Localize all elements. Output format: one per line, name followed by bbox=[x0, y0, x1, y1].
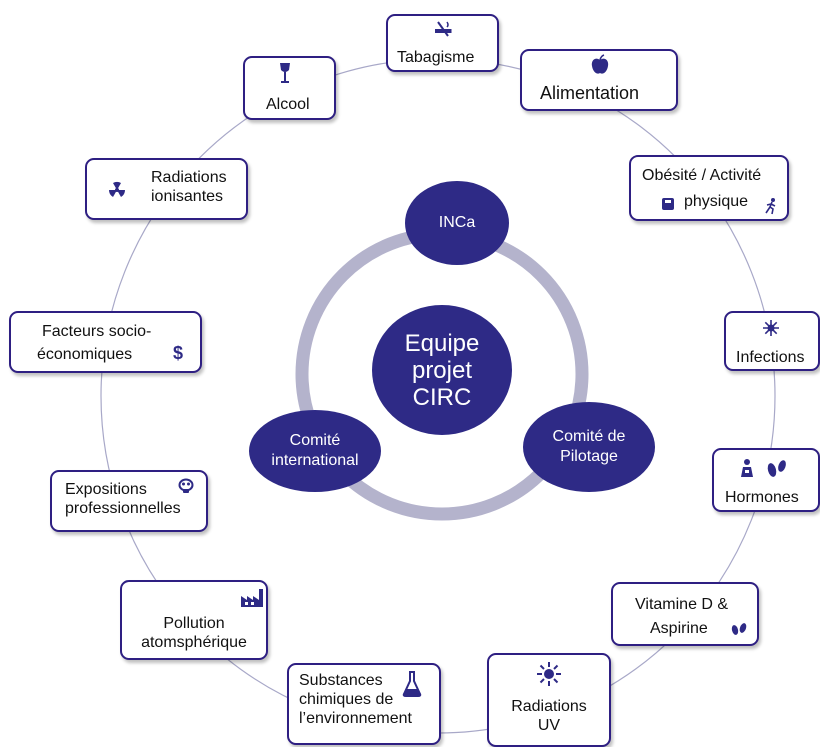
hormones-label: Hormones bbox=[725, 489, 799, 506]
socio-label-line1: Facteurs socio- bbox=[42, 323, 152, 340]
factor-radiations-uv: Radiations UV bbox=[487, 653, 611, 747]
substances-label: Substances chimiques de l’environnement bbox=[299, 672, 412, 727]
running-person-icon bbox=[765, 198, 776, 215]
factor-expositions-professionnelles: Expositions professionnelles bbox=[50, 470, 208, 532]
tabagisme-label: Tabagisme bbox=[397, 49, 475, 66]
circle-comite-international: Comité international bbox=[249, 410, 381, 492]
expositions-label: Expositions professionnelles bbox=[65, 481, 181, 517]
factor-radiations-ionisantes: Radiations ionisantes bbox=[85, 158, 248, 220]
factor-vitamine-aspirine: Vitamine D & Aspirine bbox=[611, 582, 759, 646]
factor-obesite-activite: Obésité / Activité physique bbox=[629, 155, 789, 221]
socio-label-line2: économiques bbox=[37, 346, 133, 363]
ionisantes-label: Radiations ionisantes bbox=[151, 169, 227, 205]
svg-text:$: $ bbox=[173, 343, 183, 363]
inca-label: INCa bbox=[438, 214, 476, 231]
factor-substances-chimiques: Substances chimiques de l’environnement bbox=[287, 663, 441, 745]
obesite-label-line1: Obésité / Activité bbox=[642, 167, 762, 184]
factor-hormones: Hormones bbox=[712, 448, 820, 512]
no-smoking-icon bbox=[435, 21, 452, 37]
pollution-label: Pollution atomsphérique bbox=[141, 615, 247, 651]
circle-equipe-projet: Equipe projet CIRC bbox=[372, 305, 512, 435]
gas-mask-icon bbox=[178, 478, 194, 493]
circle-inca: INCa bbox=[405, 181, 509, 265]
factory-icon bbox=[241, 589, 263, 607]
dollar-icon: $ bbox=[173, 343, 183, 363]
infections-label: Infections bbox=[736, 349, 805, 366]
uv-label: Radiations UV bbox=[511, 698, 587, 734]
apple-icon bbox=[591, 54, 609, 74]
factor-tabagisme: Tabagisme bbox=[386, 14, 499, 72]
alimentation-label: Alimentation bbox=[540, 83, 640, 103]
circle-comite-pilotage: Comité de Pilotage bbox=[523, 402, 655, 492]
factor-socio-economiques: Facteurs socio- économiques $ bbox=[9, 311, 202, 373]
vitamine-label-line1: Vitamine D & bbox=[635, 596, 729, 613]
obesite-label-line2: physique bbox=[684, 193, 749, 210]
gender-icon bbox=[741, 459, 753, 477]
factor-alcool: Alcool bbox=[243, 56, 336, 120]
international-label: Comité international bbox=[271, 432, 359, 469]
alcool-label: Alcool bbox=[266, 96, 310, 113]
pills-icon bbox=[767, 460, 786, 477]
core-label: Equipe projet CIRC bbox=[404, 329, 480, 411]
virus-icon bbox=[763, 320, 779, 336]
vitamine-label-line2: Aspirine bbox=[650, 620, 708, 637]
factor-pollution: Pollution atomsphérique bbox=[120, 580, 268, 660]
factor-alimentation: Alimentation bbox=[520, 49, 678, 111]
wine-glass-icon bbox=[280, 63, 290, 83]
flask-icon bbox=[402, 671, 422, 697]
sun-icon bbox=[537, 662, 561, 686]
pilotage-label: Comité de Pilotage bbox=[552, 428, 626, 465]
pills-icon bbox=[731, 623, 747, 635]
scale-icon bbox=[662, 198, 674, 210]
factor-infections: Infections bbox=[724, 311, 820, 371]
radiation-icon bbox=[108, 181, 126, 197]
